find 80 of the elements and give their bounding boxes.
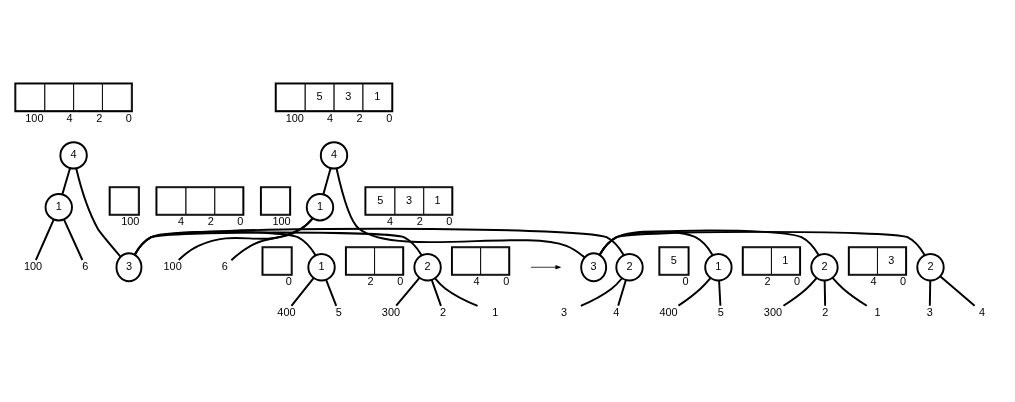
connector xyxy=(230,217,314,262)
connector xyxy=(831,276,868,307)
node-text: 100 xyxy=(163,260,182,273)
node-text: 6 xyxy=(82,260,89,273)
node-label: 0 xyxy=(503,275,510,288)
connector xyxy=(325,278,338,307)
node-text: 2 xyxy=(440,305,447,318)
node-text: 400 xyxy=(659,305,678,318)
connector xyxy=(63,218,84,261)
connector xyxy=(430,278,442,307)
node-text: 400 xyxy=(277,305,296,318)
connector xyxy=(928,279,932,307)
node-label: 2 xyxy=(96,111,103,124)
connector xyxy=(34,218,55,261)
node-circle: 2 xyxy=(810,253,839,282)
connector xyxy=(579,277,623,307)
node-ellipse: 3 xyxy=(580,252,608,283)
node-circle: 1 xyxy=(305,193,335,222)
connector xyxy=(61,167,71,196)
node-text: 300 xyxy=(381,305,401,318)
connector xyxy=(290,277,315,307)
connector xyxy=(939,275,976,307)
node-label: 4 xyxy=(387,215,394,228)
node-text: 300 xyxy=(763,305,783,318)
connector xyxy=(434,277,479,307)
node-circle: 2 xyxy=(916,253,945,282)
node-text: 5 xyxy=(717,305,724,318)
node-text: 6 xyxy=(221,260,228,273)
node-label: 2 xyxy=(207,215,214,228)
node-label: 0 xyxy=(446,215,453,228)
node-text: 1 xyxy=(492,305,499,318)
node-label: 100 xyxy=(272,215,291,228)
node-text: 4 xyxy=(613,305,620,318)
node-label: 4 xyxy=(66,111,73,124)
node-circle: 2 xyxy=(615,253,644,282)
node-label: 0 xyxy=(125,111,132,124)
node-label: 2 xyxy=(367,275,374,288)
node-label: 0 xyxy=(900,275,907,288)
node-label: 0 xyxy=(386,111,393,124)
node-label: 0 xyxy=(237,215,244,228)
connector xyxy=(823,279,827,307)
connector xyxy=(718,279,722,307)
node-label: 4 xyxy=(473,275,480,288)
node-label: 0 xyxy=(285,275,292,288)
node-circle: 4 xyxy=(59,141,88,170)
node-circle: 1 xyxy=(44,193,73,222)
connector xyxy=(598,230,926,256)
node-label: 0 xyxy=(682,275,689,288)
node-circle: 1 xyxy=(307,253,336,282)
node-label: 0 xyxy=(794,275,801,288)
node-ellipse: 3 xyxy=(115,252,143,283)
connector xyxy=(677,277,712,307)
node-text: 2 xyxy=(822,305,829,318)
node-text: 100 xyxy=(23,260,43,273)
connector xyxy=(322,167,332,196)
node-label: 0 xyxy=(397,275,404,288)
node-text: 3 xyxy=(560,305,568,318)
connector xyxy=(335,167,586,259)
node-text: 1 xyxy=(874,305,881,318)
node-label: 4 xyxy=(327,111,334,124)
node-label: 2 xyxy=(764,275,771,288)
node-label: 2 xyxy=(416,215,423,228)
node-text: 5 xyxy=(335,305,342,318)
connector xyxy=(617,279,627,307)
node-text: 4 xyxy=(978,305,985,318)
connector xyxy=(395,276,421,307)
node-circle: 4 xyxy=(319,141,349,170)
node-circle: 2 xyxy=(413,253,442,282)
connector xyxy=(782,277,818,307)
connector xyxy=(133,227,625,256)
node-label: 4 xyxy=(178,215,185,228)
node-label: 100 xyxy=(285,111,304,124)
node-text: 3 xyxy=(926,305,933,318)
node-label: 4 xyxy=(870,275,877,288)
node-label: 2 xyxy=(356,111,363,124)
node-label: 100 xyxy=(25,111,44,124)
node-label: 100 xyxy=(121,215,140,228)
node-circle: 1 xyxy=(704,253,733,282)
connector xyxy=(75,167,122,258)
connector xyxy=(177,217,314,261)
